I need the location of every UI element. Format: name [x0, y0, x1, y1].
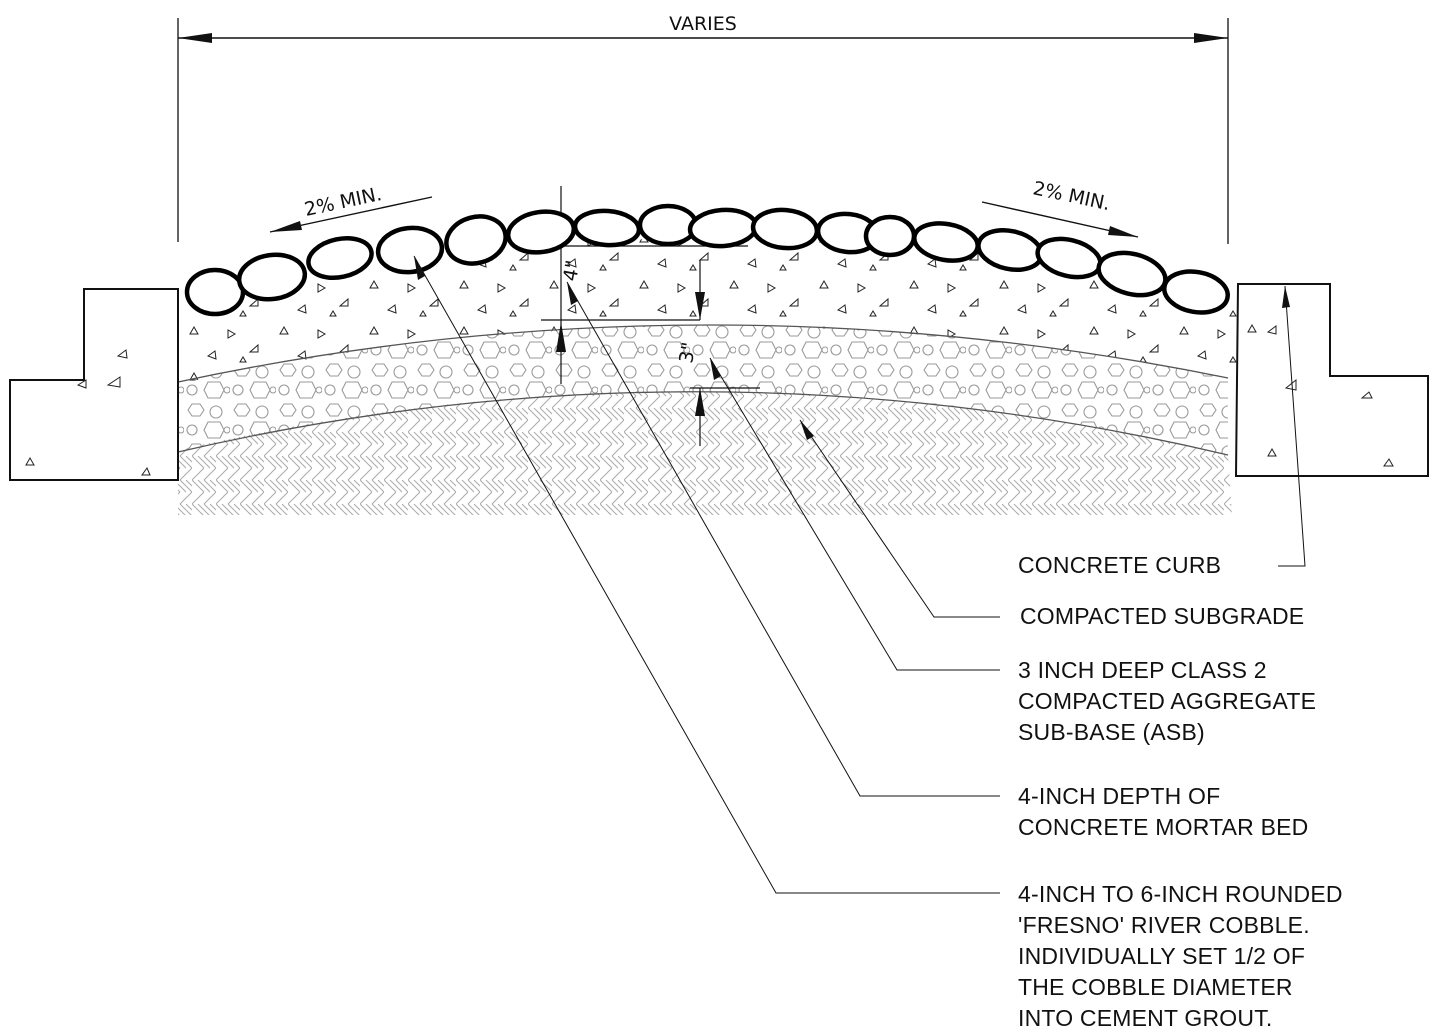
cobble: [184, 267, 246, 317]
mortar-depth-arrowhead: [556, 322, 566, 352]
cobble: [444, 214, 508, 266]
leader-lines: [413, 255, 1306, 894]
cobble: [637, 203, 699, 247]
right-concrete-curb: [1234, 283, 1429, 477]
arrowhead-curb: [1282, 286, 1290, 308]
right-slope-text: 2% MIN.: [1031, 177, 1112, 215]
label-cobble: 4-INCH TO 6-INCH ROUNDED 'FRESNO' RIVER …: [1018, 879, 1343, 1034]
leader-subbase: [709, 357, 1000, 671]
label-mortar-line-2: CONCRETE MORTAR BED: [1018, 814, 1309, 840]
cobble: [375, 225, 445, 275]
label-cobble-line-1: 4-INCH TO 6-INCH ROUNDED: [1018, 881, 1343, 907]
subbase-top-line: [177, 324, 1229, 383]
leader-arrowheads: [414, 256, 1290, 440]
label-subbase: 3 INCH DEEP CLASS 2 COMPACTED AGGREGATE …: [1018, 655, 1316, 748]
arrowhead-subgrade: [800, 420, 814, 440]
width-dimension-text: VARIES: [669, 13, 737, 35]
river-cobbles: [184, 203, 1230, 317]
left-slope-text: 2% MIN.: [302, 183, 383, 221]
label-cobble-line-2: 'FRESNO' RIVER COBBLE.: [1018, 912, 1310, 938]
cobble: [306, 236, 374, 280]
label-compacted-subgrade: COMPACTED SUBGRADE: [1020, 603, 1305, 629]
leader-mortar-bed: [566, 281, 1000, 797]
arrowhead-subbase: [710, 358, 721, 380]
cobble: [572, 208, 642, 248]
leader-concrete-curb: [1278, 285, 1306, 567]
left-concrete-curb: [9, 288, 179, 481]
arrowhead-cobble: [414, 256, 425, 280]
label-cobble-line-5: INTO CEMENT GROUT.: [1018, 1005, 1273, 1031]
leader-compacted-subgrade: [799, 419, 1000, 618]
left-curb-aggregate: [25, 349, 151, 476]
label-mortar-bed: 4-INCH DEPTH OF CONCRETE MORTAR BED: [1018, 781, 1308, 843]
label-subbase-line-2: COMPACTED AGGREGATE: [1018, 688, 1317, 714]
subbase-depth-text: 3": [675, 341, 700, 365]
arrowhead-mortar: [567, 282, 578, 305]
label-cobble-line-4: THE COBBLE DIAMETER: [1018, 974, 1293, 1000]
leader-cobble: [413, 255, 1000, 894]
width-arrow-left: [178, 33, 212, 43]
cobble: [1162, 269, 1230, 315]
label-mortar-line-1: 4-INCH DEPTH OF: [1018, 783, 1221, 809]
width-arrow-right: [1194, 33, 1228, 43]
subbase-depth-arrow-down: [695, 292, 705, 320]
right-curb-aggregate: [1247, 323, 1394, 467]
right-slope-arrowhead: [1108, 226, 1138, 237]
left-slope-arrowhead: [270, 221, 302, 232]
subbase-depth-arrow-up: [695, 388, 705, 416]
label-subbase-line-1: 3 INCH DEEP CLASS 2: [1018, 657, 1267, 683]
mortar-depth-text: 4": [559, 259, 584, 283]
subgrade-top-line: [177, 391, 1229, 456]
label-cobble-line-3: INDIVIDUALLY SET 1/2 OF: [1018, 943, 1306, 969]
cobble: [863, 214, 917, 258]
cobble: [236, 252, 308, 302]
label-concrete-curb: CONCRETE CURB: [1018, 552, 1222, 578]
label-subbase-line-3: SUB-BASE (ASB): [1018, 719, 1205, 745]
